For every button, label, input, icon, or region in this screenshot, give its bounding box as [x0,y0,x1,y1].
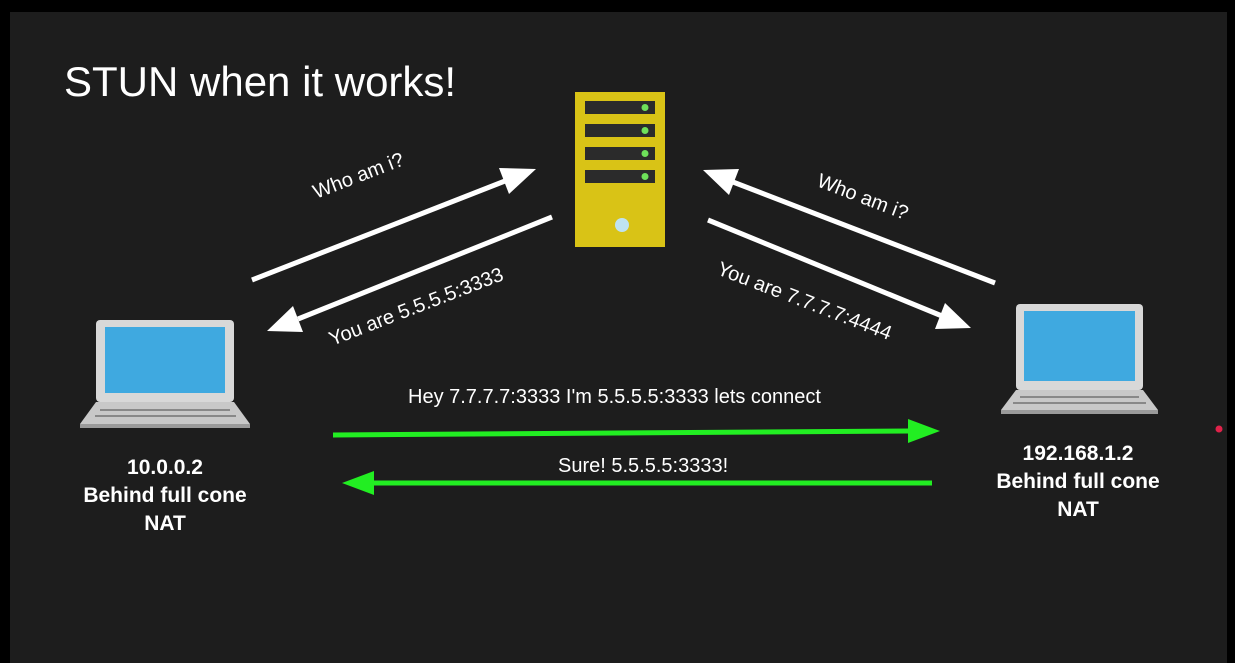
peer-request-label: Hey 7.7.7.7:3333 I'm 5.5.5.5:3333 lets c… [408,386,821,408]
left-laptop-icon [80,320,250,428]
right-peer-info: 192.168.1.2 Behind full cone NAT [958,440,1198,524]
peer-response-label: Sure! 5.5.5.5:3333! [558,455,729,477]
slide-title: STUN when it works! [64,58,457,105]
left-peer-ip: 10.0.0.2 [127,456,203,479]
server-icon [575,92,665,247]
arrow-peer-response [342,471,932,495]
right-laptop-icon [1001,304,1158,414]
arrow-peer-request [332,419,940,443]
arrow-right-response [707,217,971,329]
left-peer-nat-line2: NAT [144,512,186,535]
right-peer-nat-line1: Behind full cone [996,470,1160,493]
arrow-left-response [267,214,553,332]
left-peer-nat-line1: Behind full cone [83,484,247,507]
arrow-left-request [251,168,536,283]
right-peer-nat-line2: NAT [1057,498,1099,521]
laser-pointer-dot [1215,425,1223,433]
arrow-right-request [703,169,996,286]
right-peer-ip: 192.168.1.2 [1022,442,1134,465]
left-peer-info: 10.0.0.2 Behind full cone NAT [45,454,285,538]
